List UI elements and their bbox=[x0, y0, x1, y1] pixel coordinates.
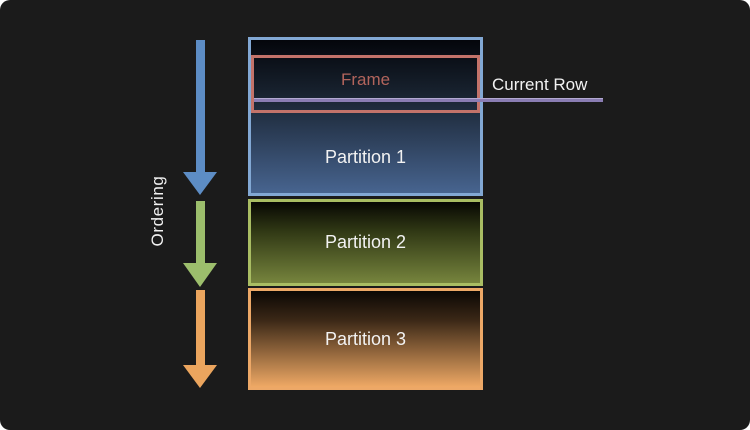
partition-1-box: Partition 1 bbox=[248, 37, 483, 196]
down-arrow-icon bbox=[183, 365, 217, 388]
ordering-arrow-orange bbox=[182, 290, 218, 388]
partition-3-label: Partition 3 bbox=[324, 328, 407, 349]
current-row-line bbox=[254, 98, 603, 102]
arrow-shaft bbox=[195, 201, 205, 263]
partition-2-label: Partition 2 bbox=[324, 232, 407, 252]
ordering-arrow-green bbox=[182, 201, 218, 287]
partition-1-label: Partition 1 bbox=[324, 147, 407, 167]
arrow-shaft bbox=[195, 40, 205, 172]
arrow-shaft bbox=[195, 290, 205, 365]
down-arrow-icon bbox=[183, 263, 217, 287]
down-arrow-icon bbox=[183, 172, 217, 195]
partition-3-box: Partition 3 bbox=[248, 288, 483, 390]
current-row-label: Current Row bbox=[492, 75, 588, 94]
frame-box: Frame bbox=[251, 55, 480, 113]
ordering-arrow-blue bbox=[182, 40, 218, 195]
ordering-axis-label: Ordering bbox=[148, 175, 167, 247]
partition-2-box: Partition 2 bbox=[248, 199, 483, 286]
frame-label: Frame bbox=[340, 70, 391, 89]
